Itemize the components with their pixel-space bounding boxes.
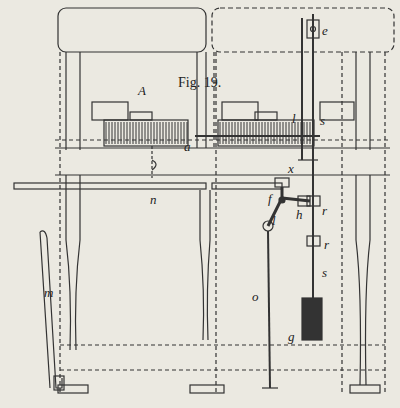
comb (104, 120, 188, 146)
part-letter: g (288, 330, 295, 343)
part-letter: s (320, 114, 325, 127)
part-letter: l (292, 112, 296, 125)
collar (275, 178, 289, 187)
part-letter: A (138, 84, 146, 97)
comb (218, 120, 314, 146)
part-letter: h (296, 208, 303, 221)
part-letter: a (184, 140, 191, 153)
part-letter: f (268, 192, 272, 205)
rod (312, 14, 314, 300)
collar (307, 20, 319, 38)
hand-lever (40, 231, 62, 388)
part-letter: n (150, 193, 157, 206)
top-beam (58, 8, 206, 52)
bar (14, 183, 206, 189)
part-letter: o (252, 290, 259, 303)
part-letter: r (324, 238, 329, 251)
weight (302, 298, 322, 340)
bell-crank (268, 187, 282, 226)
part-letter: m (44, 286, 53, 299)
rod (268, 231, 270, 388)
part-letter: x (288, 162, 294, 175)
collar (307, 236, 320, 246)
part-letter: r (322, 204, 327, 217)
part-letter: s (322, 266, 327, 279)
rod (301, 18, 303, 160)
part-letter: l (272, 214, 276, 227)
figure-title: Fig. 19. (178, 76, 221, 90)
part-letter: e (322, 24, 328, 37)
